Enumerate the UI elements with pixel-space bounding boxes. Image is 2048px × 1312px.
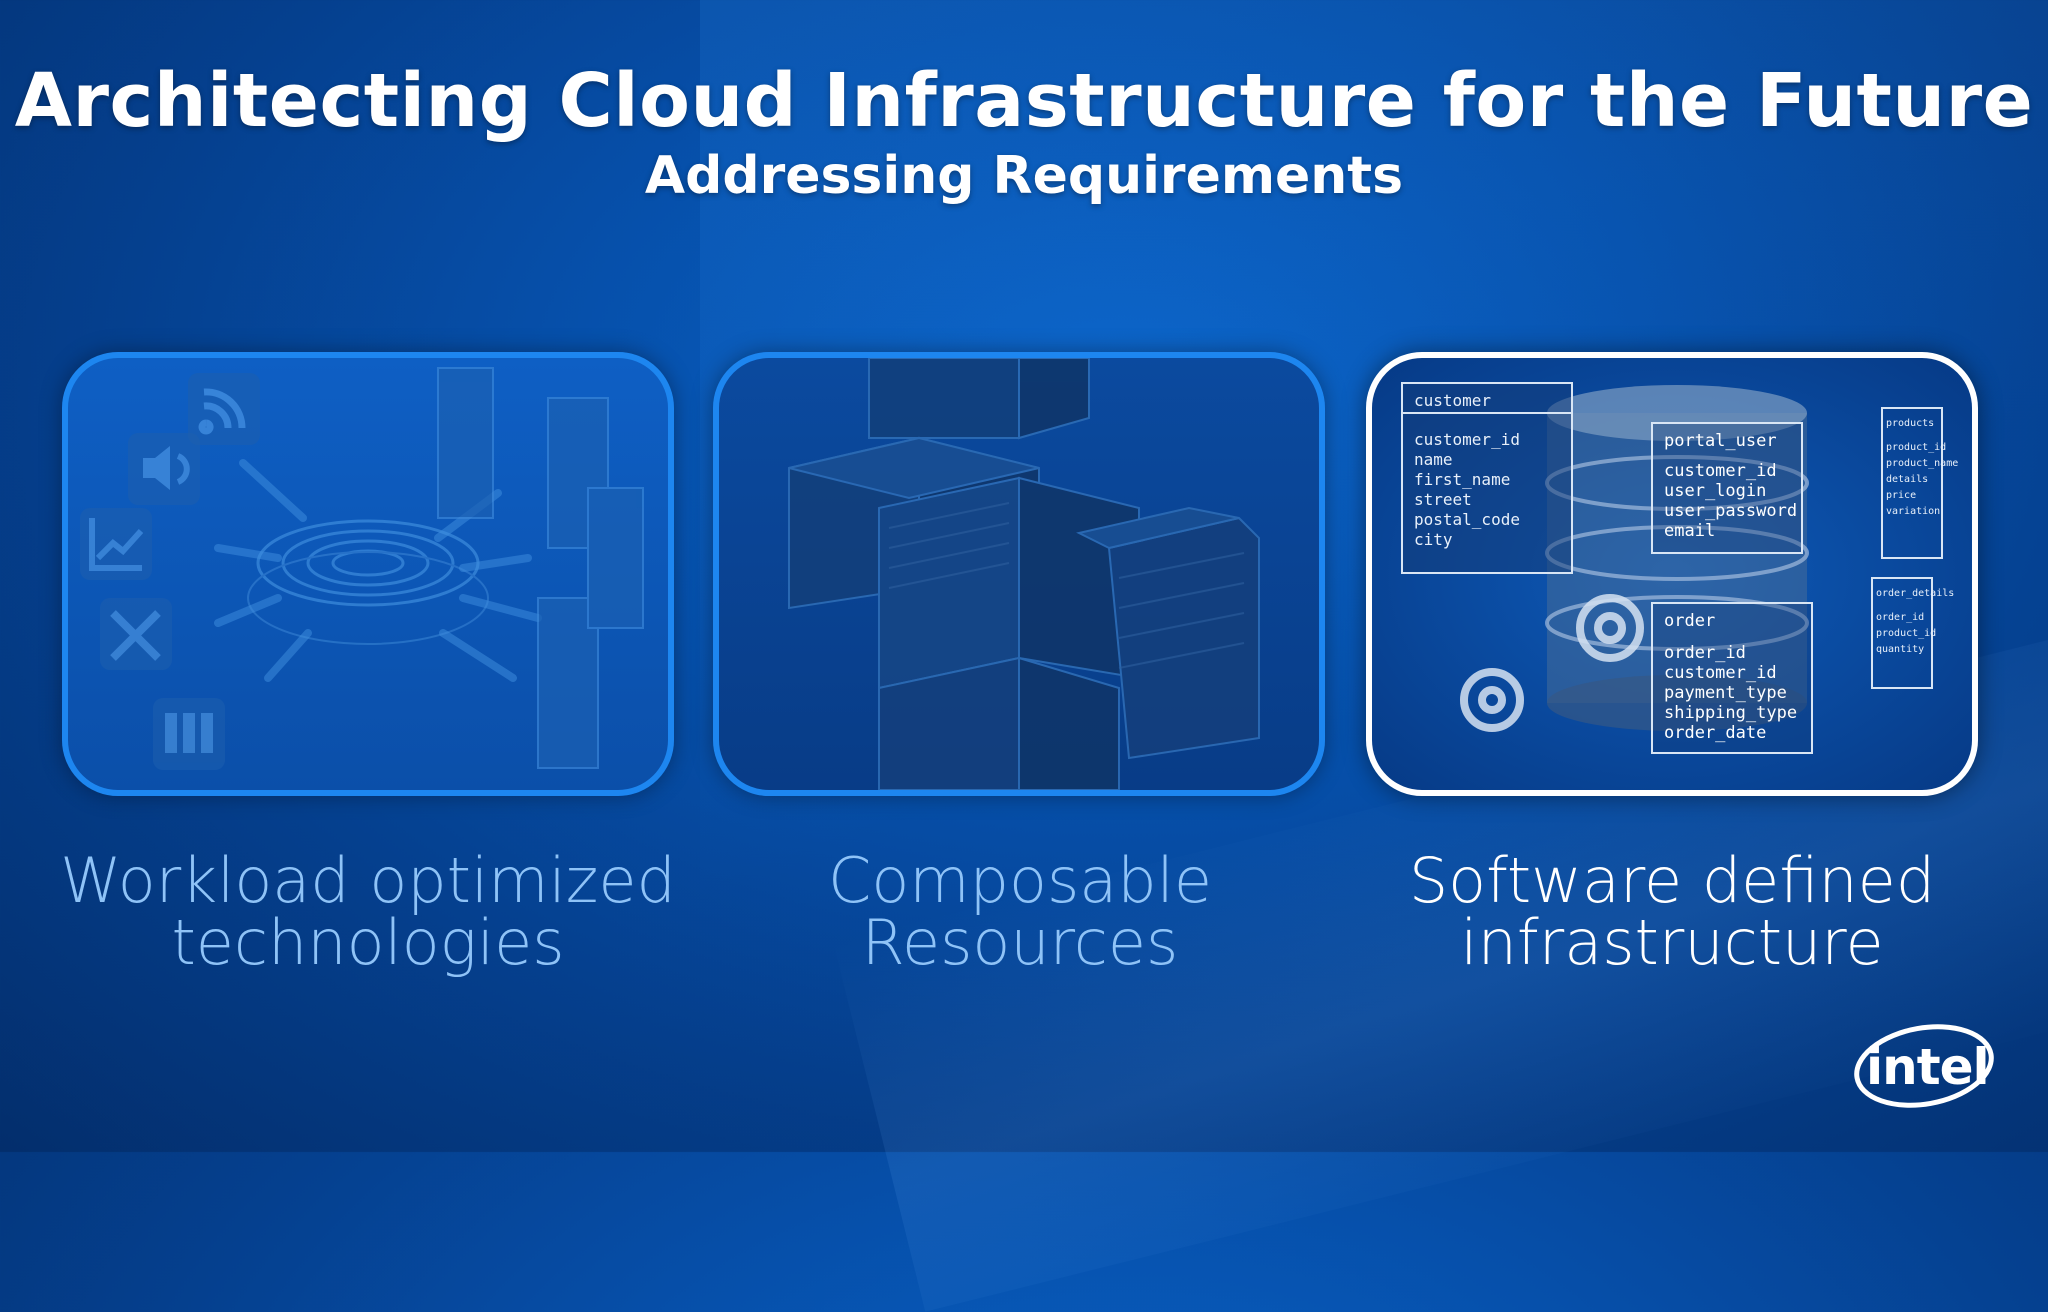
intel-logo: intel — [1866, 1038, 1990, 1096]
table-title-customer: customer — [1414, 391, 1491, 410]
portal-user-field: user_password — [1664, 501, 1797, 521]
order-field: order_date — [1664, 723, 1766, 743]
table-title-products: products — [1886, 418, 1934, 429]
products-field: details — [1886, 474, 1928, 485]
slide-title: Architecting Cloud Infrastructure for th… — [14, 58, 2034, 144]
order-field: customer_id — [1664, 663, 1777, 683]
order-field: order_id — [1664, 643, 1746, 663]
caption-line: Resources — [861, 906, 1179, 979]
customer-field: customer_id — [1414, 430, 1520, 449]
products-field: product_name — [1886, 458, 1958, 469]
products-field: price — [1886, 490, 1916, 501]
server-rack-icon — [153, 698, 225, 770]
customer-field: city — [1414, 530, 1453, 549]
order-field: shipping_type — [1664, 703, 1797, 723]
customer-field: name — [1414, 450, 1453, 469]
table-title-order: order — [1664, 611, 1715, 631]
portal-user-field: email — [1664, 521, 1715, 541]
software-defined-panel: customer customer_id name first_name str… — [1366, 352, 1978, 796]
products-field: product_id — [1886, 442, 1946, 453]
order-details-field: order_id — [1876, 612, 1924, 623]
caption-line: Workload optimized — [60, 844, 676, 917]
customer-field: street — [1414, 490, 1472, 509]
customer-field: postal_code — [1414, 510, 1520, 529]
tools-icon — [100, 598, 172, 670]
workload-panel — [62, 352, 674, 796]
order-details-field: quantity — [1876, 644, 1924, 655]
database-schema-illustration: customer customer_id name first_name str… — [1401, 382, 1958, 754]
composable-panel — [713, 352, 1325, 796]
slide-subtitle: Addressing Requirements — [644, 146, 1404, 206]
products-field: variation — [1886, 506, 1940, 517]
caption-line: infrastructure — [1460, 906, 1884, 979]
table-title-portal-user: portal_user — [1664, 431, 1777, 451]
table-title-order-details: order_details — [1876, 588, 1954, 599]
composable-caption: Composable Resources — [700, 850, 1340, 974]
workload-caption: Workload optimized technologies — [48, 850, 688, 974]
order-field: payment_type — [1664, 683, 1787, 703]
server-cubes-illustration — [788, 358, 1260, 790]
caption-line: technologies — [171, 906, 565, 979]
customer-field: first_name — [1414, 470, 1510, 489]
software-defined-caption: Software defined infrastructure — [1352, 850, 1992, 974]
portal-user-field: user_login — [1664, 481, 1766, 501]
chart-icon — [80, 508, 152, 580]
caption-line: Composable — [828, 844, 1212, 917]
wifi-icon — [188, 373, 260, 445]
caption-line: Software defined — [1408, 844, 1936, 917]
speaker-icon — [128, 433, 200, 505]
portal-user-field: customer_id — [1664, 461, 1777, 481]
order-details-field: product_id — [1876, 628, 1936, 639]
workload-illustration — [80, 367, 644, 770]
intel-logo-swoosh — [1854, 1024, 1994, 1108]
gear-icon — [1460, 594, 1644, 732]
